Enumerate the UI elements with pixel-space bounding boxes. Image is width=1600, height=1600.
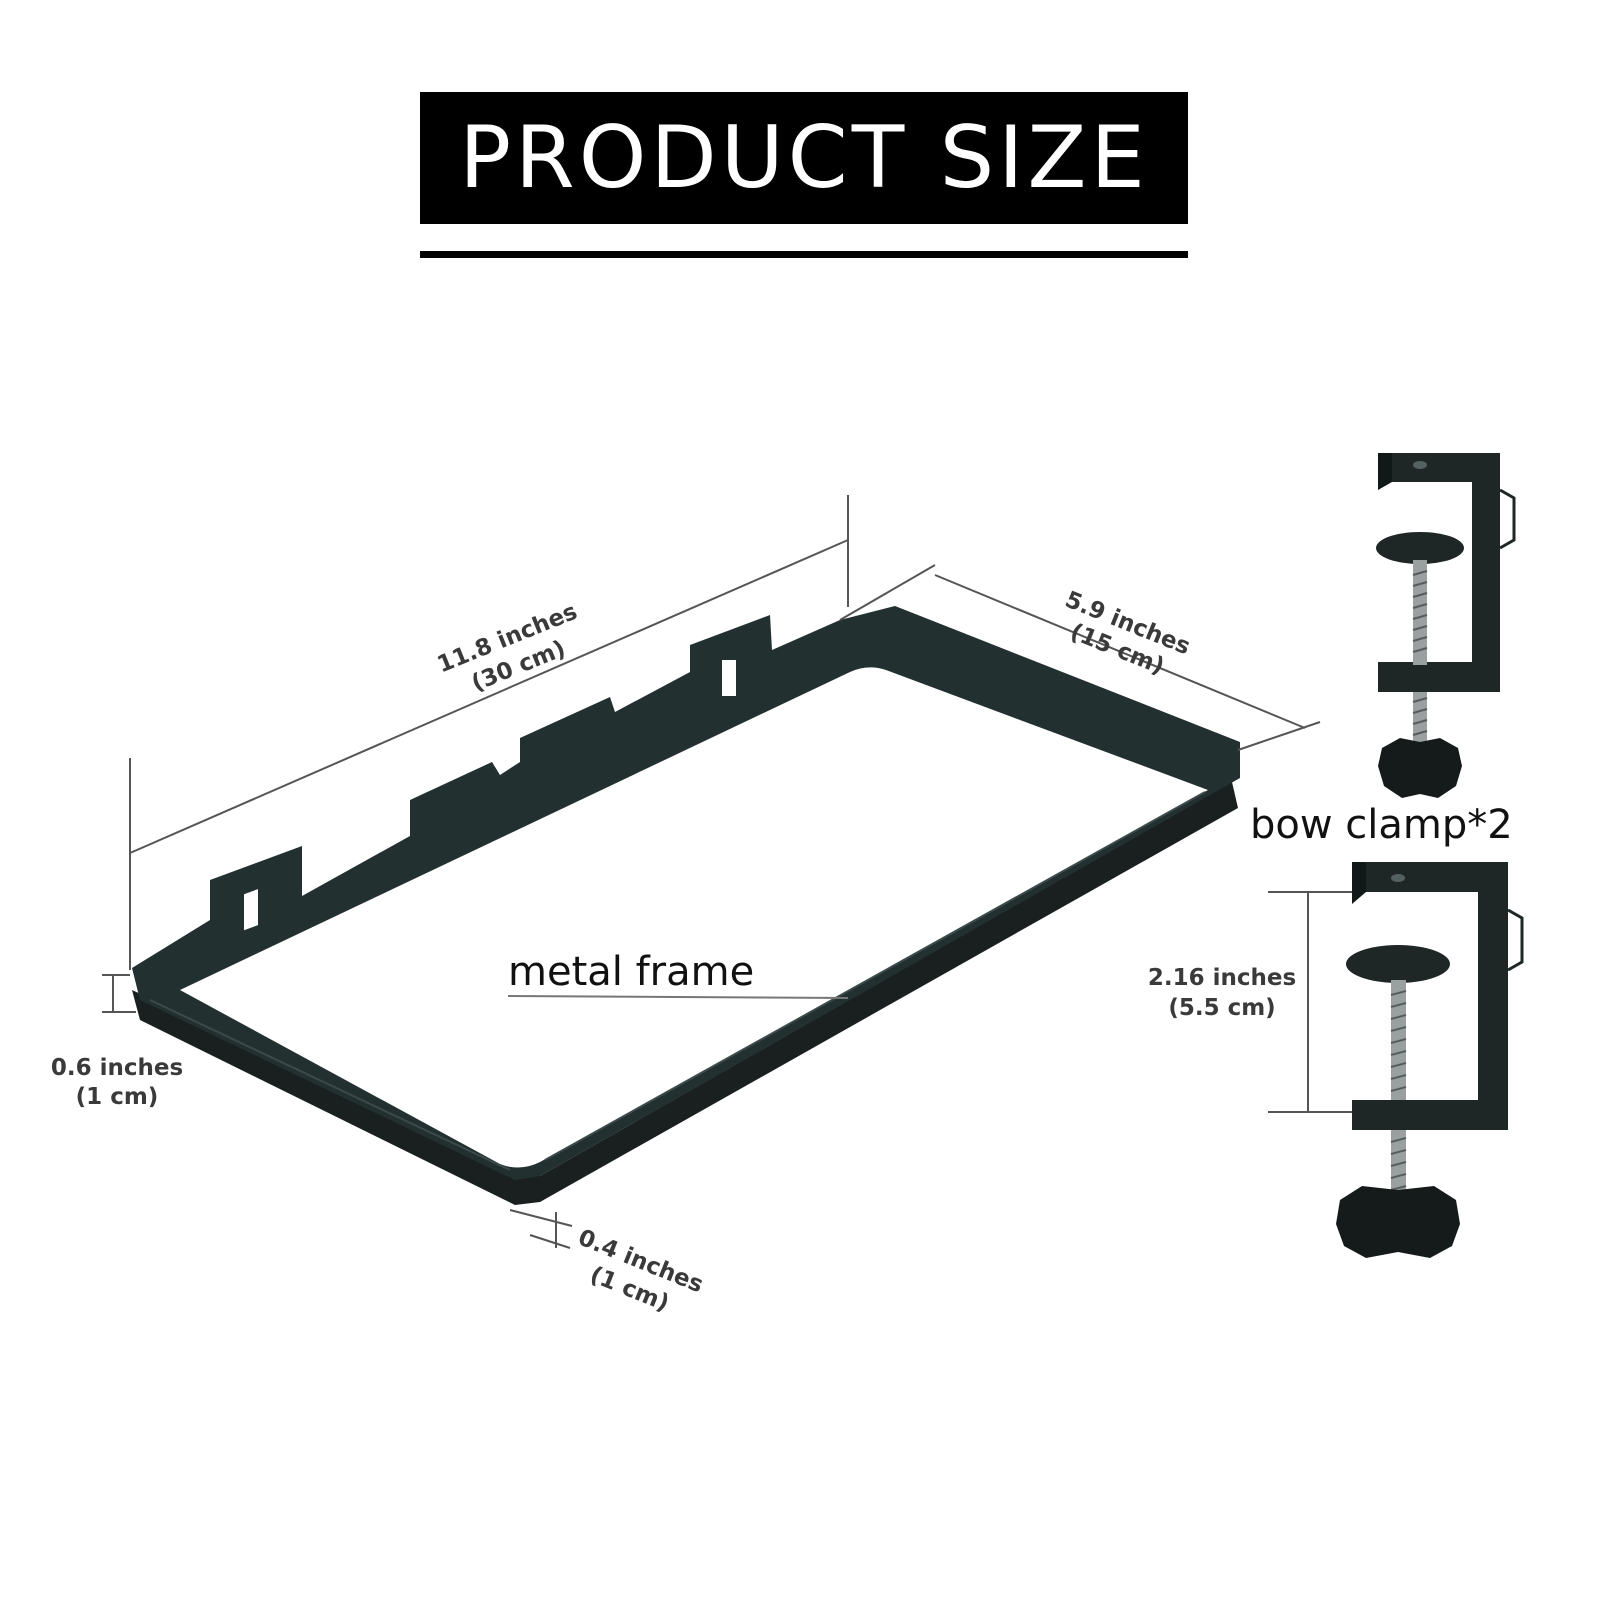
clamp-opening-dimension: 2.16 inches (5.5 cm) [1148,891,1352,1113]
bow-clamp-top [1376,453,1516,798]
frame-slot-left [244,889,258,931]
bow-clamp-label: bow clamp*2 [1250,802,1513,848]
clamp-top-pad [1376,532,1464,564]
title-underline [420,251,1188,258]
clamp-opening-inches-label: 2.16 inches [1148,965,1296,991]
clamp-top-knob [1378,738,1462,798]
frame-slot-right [722,660,736,696]
metal-frame [132,606,1240,1205]
clamp-opening-cm-label: (5.5 cm) [1168,995,1275,1021]
clamp-top-bracket [1378,453,1500,692]
clamp-bottom-pad [1346,945,1450,983]
height-inches-label: 0.6 inches [51,1055,183,1081]
lip-dimension: 0.4 inches (1 cm) [509,1209,707,1317]
height-dimension: 0.6 inches (1 cm) [51,974,183,1110]
page-title: PRODUCT SIZE [420,92,1188,224]
metal-frame-opening [180,667,1208,1168]
clamp-bottom-bracket [1352,862,1508,1130]
frame-lip-highlight [149,791,1206,1171]
metal-frame-leader-line [507,995,849,999]
height-cm-label: (1 cm) [76,1084,159,1110]
metal-frame-label: metal frame [508,949,754,995]
clamp-bottom-knob [1336,1186,1460,1258]
bow-clamp-bottom [1336,862,1524,1258]
